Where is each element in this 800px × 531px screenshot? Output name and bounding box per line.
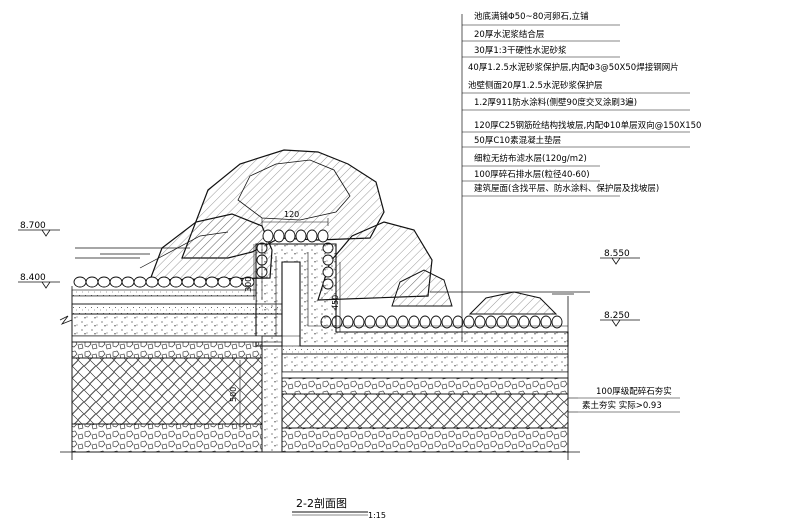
callout-label: 20厚水泥浆结合层 bbox=[474, 29, 544, 40]
callout-label: 120厚C25钢筋砼结构找坡层,内配Φ10单层双向@150X150 bbox=[474, 120, 701, 131]
elevation-marks bbox=[18, 229, 640, 327]
callout-label: 50厚C10素混凝土垫层 bbox=[474, 135, 561, 146]
dim-left-height: 500 bbox=[229, 387, 238, 402]
callout-label: 建筑屋面(含找平层、防水涂料、保护层及找坡层) bbox=[474, 183, 659, 194]
water-line bbox=[75, 247, 590, 293]
center-column bbox=[261, 335, 283, 453]
callout-underlines bbox=[462, 24, 690, 413]
pebble-row-right bbox=[320, 315, 563, 329]
callout-label: 100厚级配碎石夯实 bbox=[596, 386, 672, 397]
callout-label: 30厚1:3干硬性水泥砂浆 bbox=[474, 45, 567, 56]
callout-label: 100厚碎石排水层(粒径40-60) bbox=[474, 169, 590, 180]
lower-callouts: 100厚级配碎石夯实 素土夯实 实际>0.93 bbox=[582, 386, 672, 411]
right-slab-layers bbox=[281, 345, 569, 453]
layer-callouts: 池底满铺Φ50~80河卵石,立铺 20厚水泥浆结合层 30厚1:3干硬性水泥砂浆… bbox=[468, 11, 701, 194]
callout-label: 细粒无纺布滤水层(120g/m2) bbox=[474, 153, 587, 164]
pebble-row-left bbox=[73, 276, 255, 288]
elevation-right-lower: 8.250 bbox=[604, 311, 630, 321]
drawing-scale: 1:15 bbox=[368, 511, 386, 520]
elevation-left-upper: 8.700 bbox=[20, 221, 46, 231]
drawing-title: 2-2剖面图 bbox=[296, 496, 347, 510]
dim-wall-depth: 450 bbox=[331, 295, 340, 310]
elevation-left-lower: 8.400 bbox=[20, 273, 46, 283]
callout-label: 40厚1.2.5水泥砂浆保护层,内配Φ3@50X50焊接钢网片 bbox=[468, 62, 679, 73]
dim-curb-height: 300 bbox=[244, 277, 253, 292]
callout-label: 1.2厚911防水涂料(侧壁90度交叉涂刷3遍) bbox=[474, 97, 637, 108]
dim-wall-width: 120 bbox=[284, 210, 299, 219]
rock-group bbox=[139, 149, 558, 315]
left-slab-layers bbox=[71, 289, 283, 453]
callout-label: 素土夯实 实际>0.93 bbox=[582, 400, 662, 411]
elevation-right-upper: 8.550 bbox=[604, 249, 630, 259]
dimension-lines bbox=[239, 218, 341, 430]
callout-label: 池壁侧面20厚1.2.5水泥砂浆保护层 bbox=[468, 80, 602, 91]
ground-line bbox=[59, 286, 580, 460]
callout-label: 池底满铺Φ50~80河卵石,立铺 bbox=[474, 11, 589, 22]
